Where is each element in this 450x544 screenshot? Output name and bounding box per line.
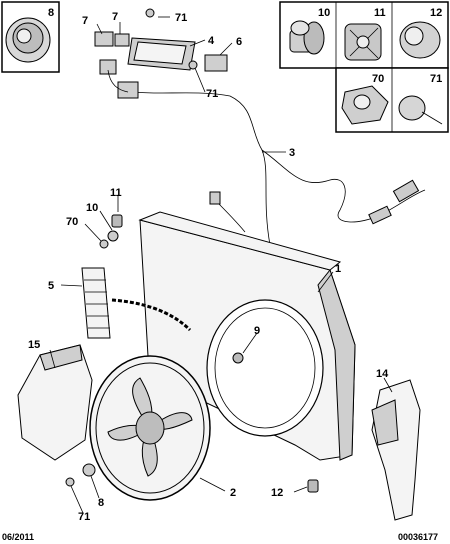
fastener-12 [307, 479, 319, 493]
callout-1: 1 [335, 263, 341, 275]
callout-4: 4 [208, 35, 215, 47]
callout-3: 3 [289, 147, 295, 159]
fastener-71-lower [65, 477, 75, 487]
footer-reference: 00036177 [398, 532, 438, 542]
callout-6: 6 [236, 36, 242, 48]
callout-15: 15 [28, 339, 40, 351]
callout-71-bottom: 71 [78, 511, 90, 523]
leader-lines [49, 16, 393, 514]
callout-7-left: 7 [82, 15, 88, 27]
callout-2: 2 [230, 487, 236, 499]
fan-assembly [89, 355, 211, 501]
callout-5: 5 [48, 280, 54, 292]
callout-70: 70 [66, 216, 78, 228]
grille [81, 267, 192, 339]
nut-icon [341, 85, 389, 125]
footer-date: 06/2011 [2, 532, 34, 542]
connector-harness-top [107, 69, 139, 99]
callout-7-right: 7 [112, 11, 118, 23]
callout-71-box: 71 [430, 73, 442, 85]
relay-right [114, 33, 130, 47]
fastener-10 [107, 230, 119, 242]
fastener-8-lower [82, 463, 96, 477]
callout-11: 11 [110, 187, 122, 199]
callout-8-box: 8 [48, 7, 54, 19]
connector-6 [204, 54, 228, 72]
fastener-9 [232, 352, 244, 364]
callout-10-box: 10 [318, 7, 330, 19]
rubber-grommet-icon [5, 17, 51, 63]
relay-left [94, 31, 117, 75]
air-deflector-right [371, 379, 421, 521]
fastener-11 [111, 214, 123, 228]
resistor [127, 37, 196, 71]
callout-8-lower: 8 [98, 497, 104, 509]
callout-14: 14 [376, 368, 389, 380]
wiring-harness [134, 91, 426, 246]
radiator-frame [138, 211, 356, 461]
air-deflector-left [17, 344, 93, 461]
plug-icon [399, 21, 441, 59]
fastener-70 [99, 239, 109, 249]
clip-nut-icon [344, 23, 382, 61]
callout-11-box: 11 [374, 7, 386, 19]
callout-12-box: 12 [430, 7, 442, 19]
inset-grid: 10 11 12 70 71 [279, 1, 449, 133]
callout-12: 12 [271, 487, 283, 499]
screw-icon [398, 95, 443, 125]
callout-9: 9 [254, 325, 260, 337]
callout-70-box: 70 [372, 73, 384, 85]
inset-part-8: 8 [1, 1, 60, 73]
callout-71-top: 71 [175, 12, 187, 24]
fastener-71-top [145, 8, 155, 18]
fastener-71-mid [188, 60, 198, 70]
bush-icon [289, 20, 325, 55]
callout-10: 10 [86, 202, 98, 214]
callout-71-mid: 71 [206, 88, 218, 100]
